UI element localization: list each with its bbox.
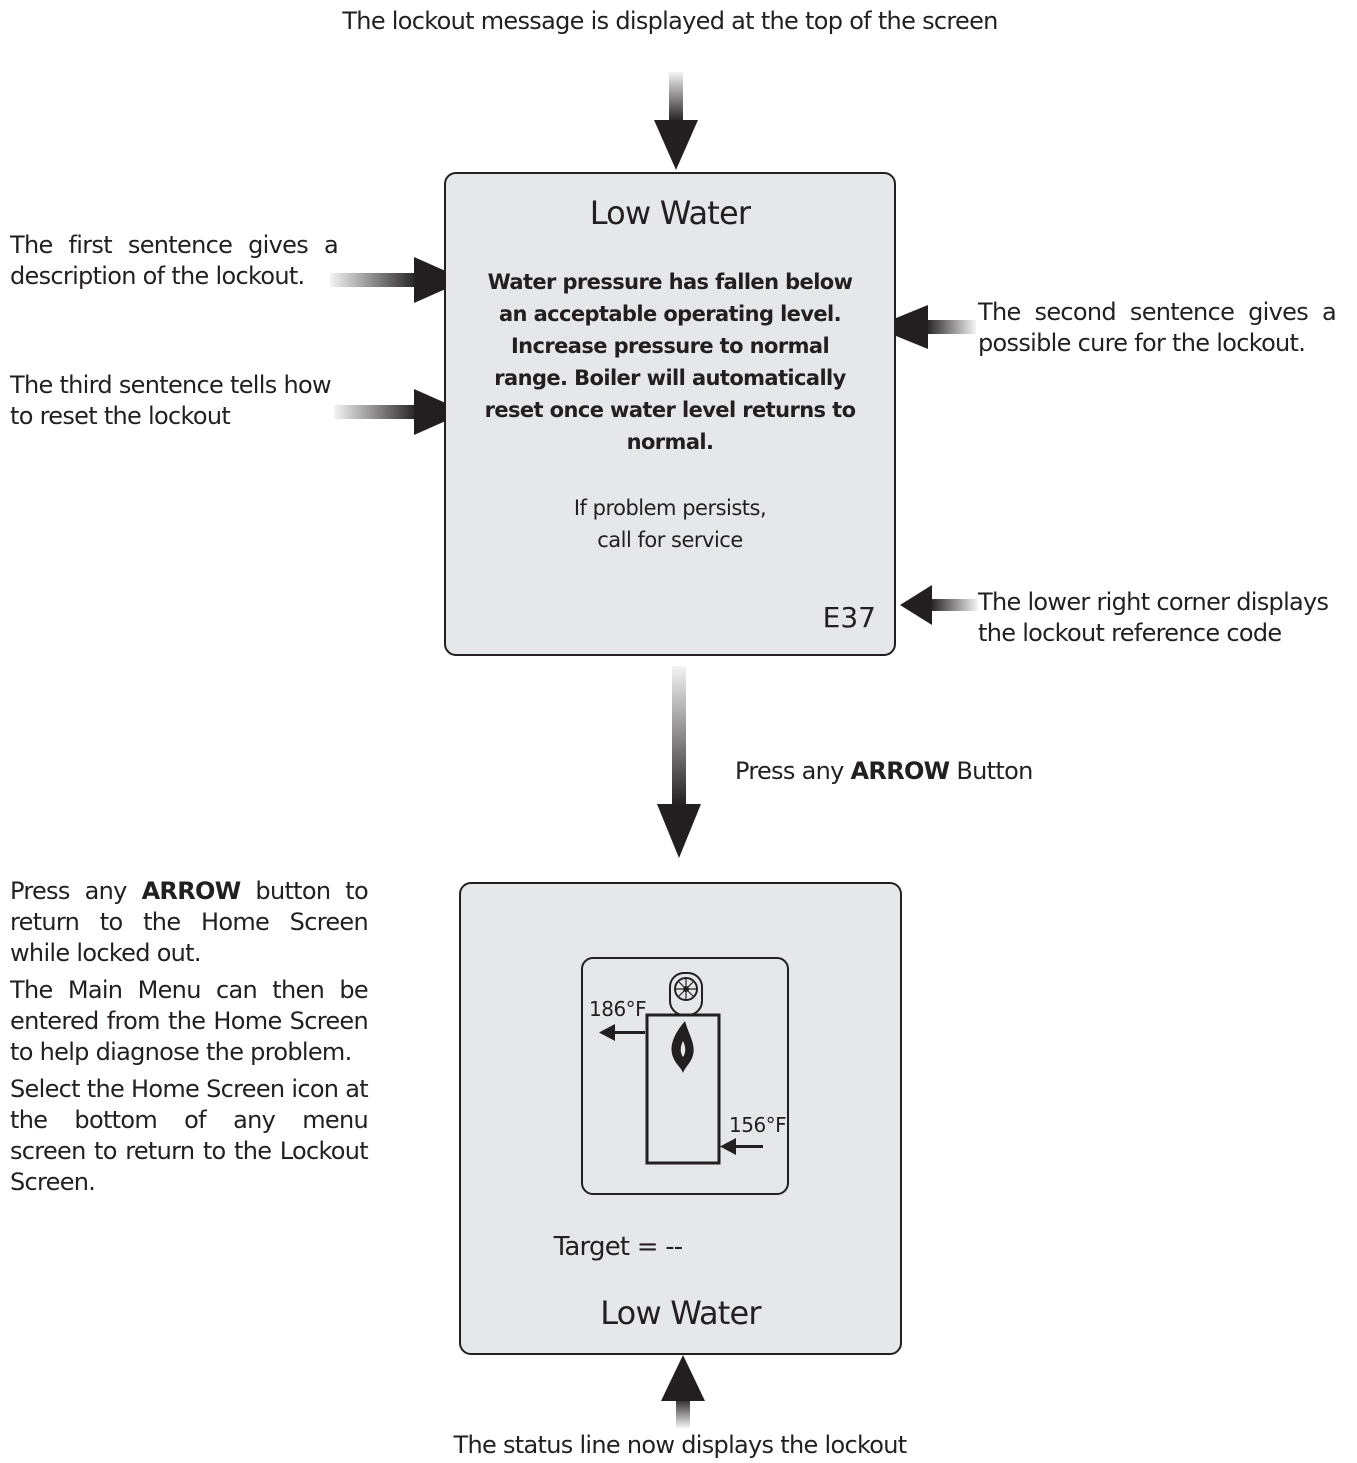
left-paragraph-1: Press any ARROW button to return to the …: [10, 877, 369, 967]
fan-icon: [669, 972, 703, 1016]
annotation-press-arrow: Press any ARROW Button: [735, 757, 1033, 785]
lockout-message: Water pressure has fallen below an accep…: [484, 270, 856, 454]
arrow-middle-down: [657, 666, 701, 858]
left-paragraph-3: Select the Home Screen icon at the botto…: [10, 1075, 369, 1196]
inlet-arrow: [720, 1138, 763, 1155]
annotation-left-instructions: Press any ARROW button to return to the …: [10, 876, 369, 1204]
annotation-top: The lockout message is displayed at the …: [342, 7, 998, 35]
annotation-reference-code: The lower right corner displays the lock…: [978, 588, 1329, 647]
lockout-screen: Low Water Water pressure has fallen belo…: [444, 172, 896, 656]
arrow-reference-code: [900, 585, 978, 625]
annotation-first-sentence: The first sentence gives a description o…: [10, 231, 339, 290]
boiler-panel: 186°F 156°F: [581, 957, 789, 1195]
arrow-third-sentence: [334, 389, 466, 435]
outlet-temp: 186°F: [589, 997, 647, 1021]
lockout-footer: If problem persists, call for service: [573, 496, 767, 552]
lockout-code: E37: [822, 601, 876, 634]
arrow-first-sentence: [330, 257, 466, 303]
arrow-top-down: [654, 72, 698, 170]
lockout-title: Low Water: [589, 194, 751, 232]
arrow-second-sentence: [874, 305, 976, 349]
home-screen: 186°F 156°F Target = -- Low Water: [459, 882, 902, 1355]
inlet-temp: 156°F: [729, 1113, 787, 1137]
outlet-arrow: [599, 1024, 645, 1041]
annotation-second-sentence: The second sentence gives a possible cur…: [978, 298, 1337, 357]
annotation-third-sentence: The third sentence tells how to reset th…: [10, 371, 332, 430]
boiler-icon: [599, 972, 763, 1165]
left-paragraph-2: The Main Menu can then be entered from t…: [10, 976, 369, 1066]
status-line: Low Water: [600, 1294, 761, 1332]
annotation-bottom: The status line now displays the lockout: [453, 1431, 908, 1459]
flame-icon: [671, 1021, 694, 1073]
target-label: Target = --: [553, 1232, 684, 1262]
arrow-bottom-up: [661, 1355, 705, 1428]
